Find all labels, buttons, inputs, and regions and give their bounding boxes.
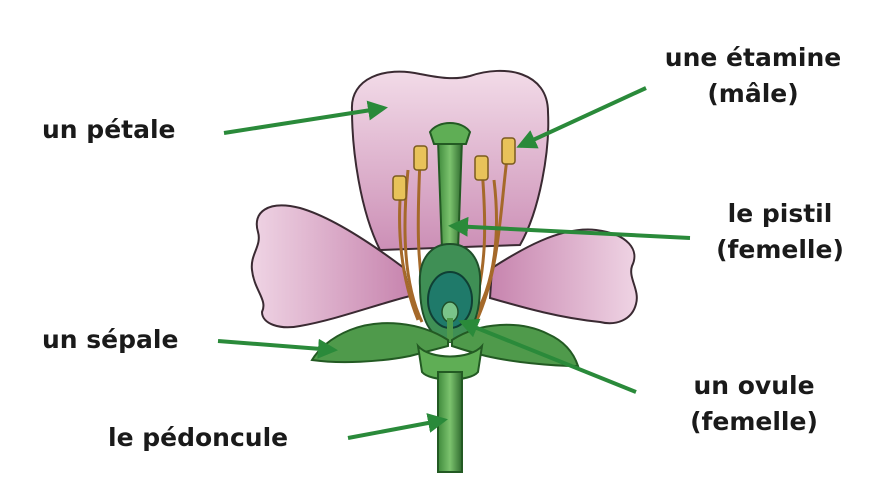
label-sepal: un sépale <box>42 325 179 354</box>
label-ovule: un ovule (femelle) <box>664 368 844 440</box>
left-petal <box>250 204 412 329</box>
arrows <box>217 86 691 440</box>
anthers <box>392 137 516 201</box>
receptacle <box>416 342 484 381</box>
arrow-stamen <box>516 86 647 149</box>
label-stamen-line1: une étamine <box>664 43 842 72</box>
label-pistil-line2: (femelle) <box>716 235 844 264</box>
pistil-style <box>436 139 464 251</box>
arrow-pistil <box>448 216 691 240</box>
label-ovule-line2: (femelle) <box>690 407 818 436</box>
label-ovule-line1: un ovule <box>693 371 815 400</box>
label-petal: un pétale <box>42 115 176 144</box>
label-stamen: une étamine (mâle) <box>648 40 858 112</box>
pistil-stigma <box>428 122 472 145</box>
arrow-sepal <box>217 338 338 359</box>
arrow-petal <box>223 100 388 135</box>
label-pistil: le pistil (femelle) <box>700 196 860 268</box>
arrow-peduncle <box>347 413 448 440</box>
label-stamen-line2: (mâle) <box>707 79 799 108</box>
arrow-ovule <box>458 318 637 394</box>
label-peduncle: le pédoncule <box>108 423 289 452</box>
label-pistil-line1: le pistil <box>727 199 833 228</box>
